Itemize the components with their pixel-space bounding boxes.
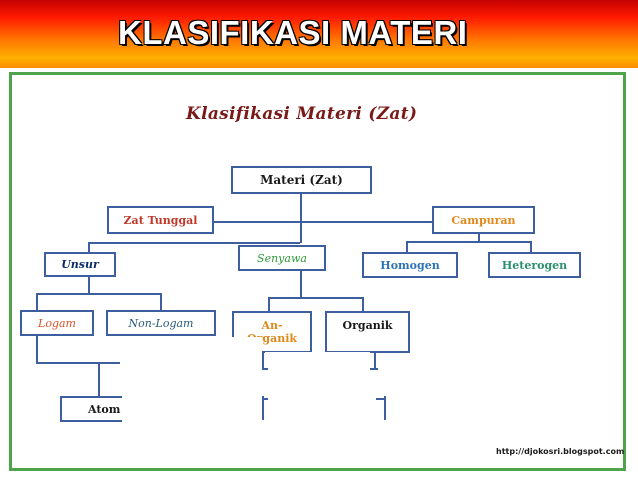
connector-level1-horizontal bbox=[214, 221, 432, 223]
partial-box-edge-left-top bbox=[262, 368, 268, 370]
organik-label: Organik bbox=[342, 319, 393, 332]
title-bar bbox=[0, 0, 638, 68]
node-campuran: Campuran bbox=[432, 206, 535, 234]
node-homogen: Homogen bbox=[362, 252, 458, 278]
occlusion-patch-left bbox=[122, 337, 262, 427]
connector-to-unsur bbox=[88, 242, 90, 253]
connector-to-homogen bbox=[406, 241, 408, 253]
connector-unsur-down bbox=[88, 276, 90, 294]
connector-lower-right bbox=[384, 396, 386, 420]
anorganik-label-line1: An- bbox=[261, 319, 283, 332]
node-unsur: Unsur bbox=[44, 252, 116, 277]
source-credit: http://djokosri.blogspot.com bbox=[496, 447, 625, 456]
connector-to-heterogen bbox=[530, 241, 532, 253]
partial-box-edge-left bbox=[262, 398, 268, 400]
diagram-title: Klasifikasi Materi (Zat) bbox=[186, 104, 418, 124]
connector-to-anorganik bbox=[268, 297, 270, 312]
connector-logam-down bbox=[36, 335, 38, 363]
node-non-logam: Non-Logam bbox=[106, 310, 216, 336]
connector-to-logam bbox=[36, 293, 38, 311]
connector-anorganik-down bbox=[262, 352, 264, 370]
connector-organik-down bbox=[374, 352, 376, 370]
occlusion-patch-small bbox=[248, 356, 262, 368]
connector-to-organik bbox=[362, 297, 364, 312]
occlusion-patch-center bbox=[265, 352, 370, 427]
slide-title: KLASIFIKASI MATERI bbox=[118, 14, 468, 51]
node-logam: Logam bbox=[20, 310, 94, 336]
connector-materi-down bbox=[300, 193, 302, 222]
atom-label: Atom bbox=[88, 402, 121, 416]
connector-campuran-down bbox=[478, 233, 480, 242]
connector-to-nonlogam bbox=[160, 293, 162, 311]
node-organik: Organik bbox=[325, 311, 410, 353]
connector-zat-tunggal-down bbox=[300, 223, 302, 243]
node-zat-tunggal: Zat Tunggal bbox=[107, 206, 214, 234]
connector-campuran-horizontal bbox=[406, 241, 532, 243]
connector-to-atom bbox=[98, 362, 100, 397]
connector-zt-horizontal bbox=[88, 242, 300, 244]
connector-senyawa-down bbox=[300, 270, 302, 298]
connector-unsur-horizontal bbox=[36, 293, 162, 295]
partial-box-edge-right-top bbox=[370, 368, 378, 370]
node-heterogen: Heterogen bbox=[488, 252, 581, 278]
partial-box-edge-right bbox=[376, 398, 386, 400]
connector-senyawa-horizontal bbox=[268, 297, 364, 299]
connector-atom-horizontal bbox=[36, 362, 120, 364]
node-materi: Materi (Zat) bbox=[231, 166, 372, 194]
node-senyawa: Senyawa bbox=[238, 245, 326, 271]
connector-lower-left bbox=[262, 396, 264, 420]
